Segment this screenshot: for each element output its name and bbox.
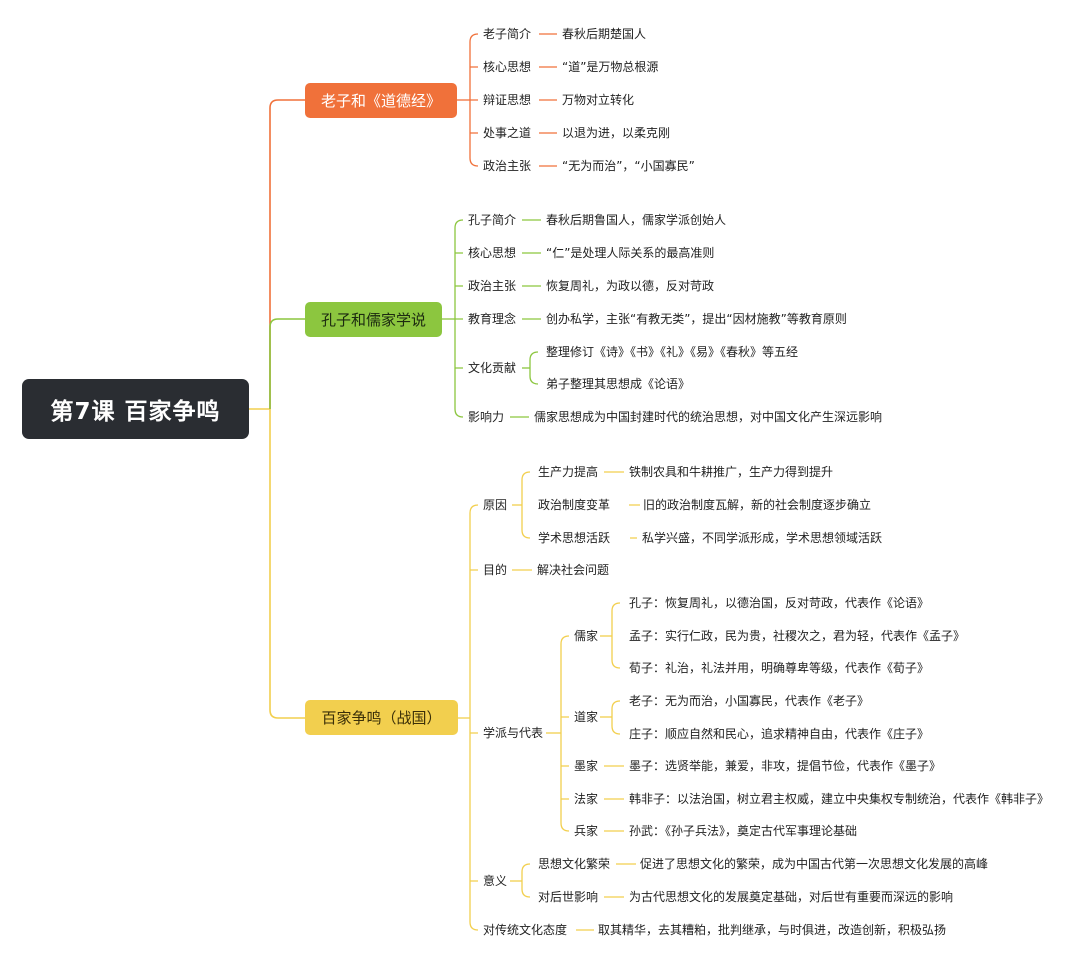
cause-detail: 私学兴盛，不同学派形成，学术思想领域活跃: [642, 531, 883, 545]
confucius-subdetail: 弟子整理其思想成《论语》: [546, 377, 691, 391]
confucius-detail: 创办私学，主张“有教无类”，提出“因材施教”等教育原则: [546, 312, 847, 326]
school-representative: 墨子：选贤举能，兼爱，非攻，提倡节俭，代表作《墨子》: [629, 759, 942, 773]
attitude-label: 对传统文化态度: [483, 923, 568, 937]
cause-topic: 学术思想活跃: [538, 531, 611, 545]
causes-label: 原因: [483, 498, 508, 512]
laozi-topic: 处事之道: [483, 126, 532, 140]
branch-laozi[interactable]: 老子和《道德经》: [305, 83, 457, 118]
schools-label: 学派与代表: [483, 726, 544, 740]
laozi-detail: “道”是万物总根源: [562, 60, 659, 74]
confucius-subdetail: 整理修订《诗》《书》《礼》《易》《春秋》等五经: [546, 345, 799, 359]
laozi-detail: 春秋后期楚国人: [562, 27, 647, 41]
confucius-topic: 教育理念: [468, 312, 517, 326]
laozi-topic: 辩证思想: [483, 93, 532, 107]
branch-hundred-schools[interactable]: 百家争鸣（战国）: [305, 700, 458, 735]
school-representative: 韩非子：以法治国，树立君主权威，建立中央集权专制统治，代表作《韩非子》: [629, 792, 1050, 806]
school-representative: 孟子：实行仁政，民为贵，社稷次之，君为轻，代表作《孟子》: [629, 629, 966, 643]
laozi-topic: 政治主张: [483, 159, 532, 173]
cause-detail: 铁制农具和牛耕推广，生产力得到提升: [629, 465, 834, 479]
confucius-topic: 政治主张: [468, 279, 517, 293]
laozi-topic: 老子简介: [483, 27, 532, 41]
confucius-topic: 核心思想: [468, 246, 517, 260]
school-name: 墨家: [574, 759, 599, 773]
cause-topic: 生产力提高: [538, 465, 599, 479]
confucius-detail: 春秋后期鲁国人，儒家学派创始人: [546, 213, 727, 227]
confucius-topic: 文化贡献: [468, 361, 517, 375]
school-representative: 老子：无为而治，小国寡民，代表作《老子》: [629, 694, 870, 708]
laozi-detail: 万物对立转化: [562, 93, 635, 107]
significance-label: 意义: [483, 874, 508, 888]
confucius-detail: “仁”是处理人际关系的最高准则: [546, 246, 715, 260]
confucius-topic: 影响力: [468, 410, 505, 424]
significance-topic: 思想文化繁荣: [538, 857, 611, 871]
confucius-topic: 孔子简介: [468, 213, 517, 227]
significance-detail: 为古代思想文化的发展奠定基础，对后世有重要而深远的影响: [629, 890, 954, 904]
school-name: 法家: [574, 792, 599, 806]
branch-confucius[interactable]: 孔子和儒家学说: [305, 302, 442, 337]
school-representative: 庄子：顺应自然和民心，追求精神自由，代表作《庄子》: [629, 727, 930, 741]
root-title: 第7课 百家争鸣: [22, 379, 249, 439]
school-representative: 荀子：礼治，礼法并用，明确尊卑等级，代表作《荀子》: [629, 661, 930, 675]
purpose-detail: 解决社会问题: [537, 563, 610, 577]
cause-detail: 旧的政治制度瓦解，新的社会制度逐步确立: [643, 498, 872, 512]
confucius-detail: 儒家思想成为中国封建时代的统治思想，对中国文化产生深远影响: [534, 410, 883, 424]
significance-topic: 对后世影响: [538, 890, 599, 904]
school-name: 道家: [574, 710, 599, 724]
school-name: 儒家: [574, 629, 599, 643]
cause-topic: 政治制度变革: [538, 498, 611, 512]
school-representative: 孔子：恢复周礼，以德治国，反对苛政，代表作《论语》: [629, 596, 930, 610]
confucius-detail: 恢复周礼，为政以德，反对苛政: [546, 279, 715, 293]
school-representative: 孙武：《孙子兵法》，奠定古代军事理论基础: [629, 824, 858, 838]
purpose-label: 目的: [483, 563, 508, 577]
significance-detail: 促进了思想文化的繁荣，成为中国古代第一次思想文化发展的高峰: [640, 857, 989, 871]
laozi-detail: “无为而治”，“小国寡民”: [562, 159, 695, 173]
laozi-detail: 以退为进，以柔克刚: [562, 126, 671, 140]
school-name: 兵家: [574, 824, 599, 838]
attitude-detail: 取其精华，去其糟粕，批判继承，与时俱进，改造创新，积极弘扬: [598, 923, 947, 937]
laozi-topic: 核心思想: [483, 60, 532, 74]
